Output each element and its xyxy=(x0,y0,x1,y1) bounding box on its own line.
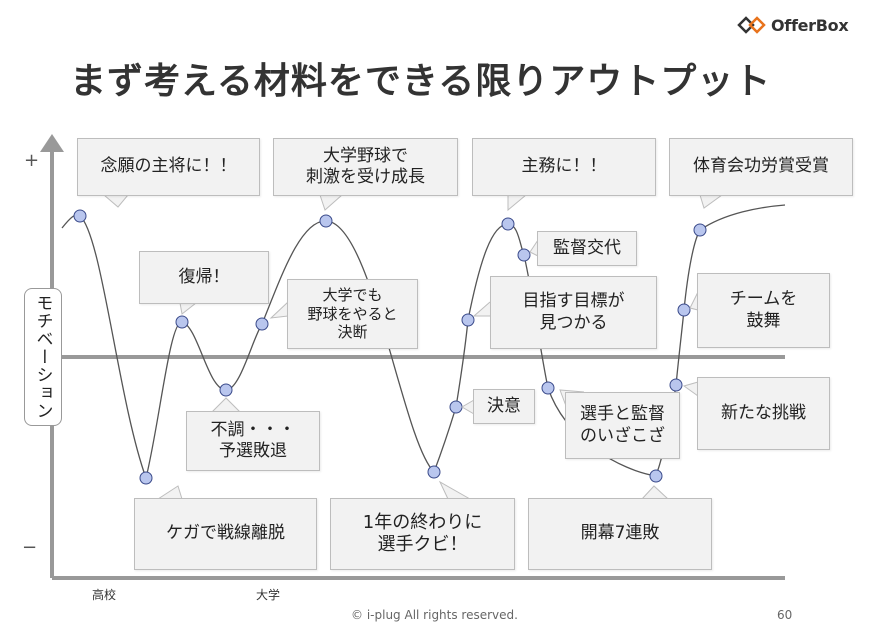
callout-shumu: 主務に！！ xyxy=(472,138,656,196)
curve-point xyxy=(175,315,189,329)
curve-point xyxy=(669,378,683,392)
page-number: 60 xyxy=(777,608,793,622)
callout-ichinen: 1年の終わりに 選手クビ！ xyxy=(330,498,515,570)
offerbox-logo: OfferBox xyxy=(737,14,849,36)
callout-senshu-kantoku: 選手と監督 のいざこざ xyxy=(565,392,680,459)
curve-point xyxy=(73,209,87,223)
callout-kega: ケガで戦線離脱 xyxy=(134,498,317,570)
callout-tail xyxy=(179,302,197,315)
offerbox-logo-text: OfferBox xyxy=(771,15,849,35)
callout-tail xyxy=(682,381,699,397)
callout-tail xyxy=(211,397,241,413)
callout-taiikukai: 体育会功労賞受賞 xyxy=(669,138,853,196)
footer-copyright: © i-plug All rights reserved. xyxy=(351,608,518,622)
curve-point xyxy=(501,217,515,231)
callout-mezasu: 目指す目標が 見つかる xyxy=(490,276,657,349)
curve-point xyxy=(693,223,707,237)
curve-point xyxy=(449,400,463,414)
curve-point xyxy=(461,313,475,327)
curve-point xyxy=(649,469,663,483)
curve-points xyxy=(73,209,707,485)
curve-point xyxy=(255,317,269,331)
callout-tail xyxy=(461,399,475,415)
callout-tail xyxy=(438,480,471,500)
y-axis-plus: + xyxy=(24,150,40,171)
offerbox-logo-icon xyxy=(737,16,766,34)
curve-point xyxy=(517,248,531,262)
curve-point xyxy=(541,381,555,395)
callout-aratana: 新たな挑戦 xyxy=(697,377,830,450)
y-axis-label: モチベーション xyxy=(32,294,53,420)
callout-tail xyxy=(699,194,723,209)
x-label-highschool: 高校 xyxy=(92,588,117,602)
callout-tail xyxy=(689,291,699,311)
callout-tail xyxy=(472,301,491,317)
y-axis-label-box: モチベーション xyxy=(24,288,62,426)
callout-fukki: 復帰！ xyxy=(139,251,269,304)
curve-point xyxy=(677,303,691,317)
callout-daigaku-demo: 大学でも 野球をやると 決断 xyxy=(287,279,418,349)
curve-point xyxy=(319,214,333,228)
y-axis-arrowhead xyxy=(40,134,64,152)
callout-fucho: 不調・・・ 予選敗退 xyxy=(186,411,320,471)
callout-tail xyxy=(269,301,289,319)
callout-tail xyxy=(103,194,129,208)
page-title: まず考える材料をできる限りアウトプット xyxy=(70,61,772,102)
callout-tail xyxy=(641,485,669,500)
callout-tails xyxy=(103,194,723,500)
curve-point xyxy=(219,383,233,397)
callout-kaimaku: 開幕7連敗 xyxy=(528,498,712,570)
callout-tail xyxy=(529,239,539,257)
callout-team: チームを 鼓舞 xyxy=(697,273,830,348)
y-axis-minus: − xyxy=(22,537,38,558)
callout-daigaku-yakyu: 大学野球で 刺激を受け成長 xyxy=(273,138,458,196)
callout-ketsui: 決意 xyxy=(473,389,535,424)
callout-tail xyxy=(507,194,527,212)
callout-nengan: 念願の主将に！！ xyxy=(77,138,260,196)
callout-tail xyxy=(157,485,183,500)
curve-point xyxy=(139,471,153,485)
x-label-university: 大学 xyxy=(256,588,281,602)
curve-point xyxy=(427,465,441,479)
callout-kantoku-kotai: 監督交代 xyxy=(537,231,637,266)
callout-tail xyxy=(319,194,343,211)
